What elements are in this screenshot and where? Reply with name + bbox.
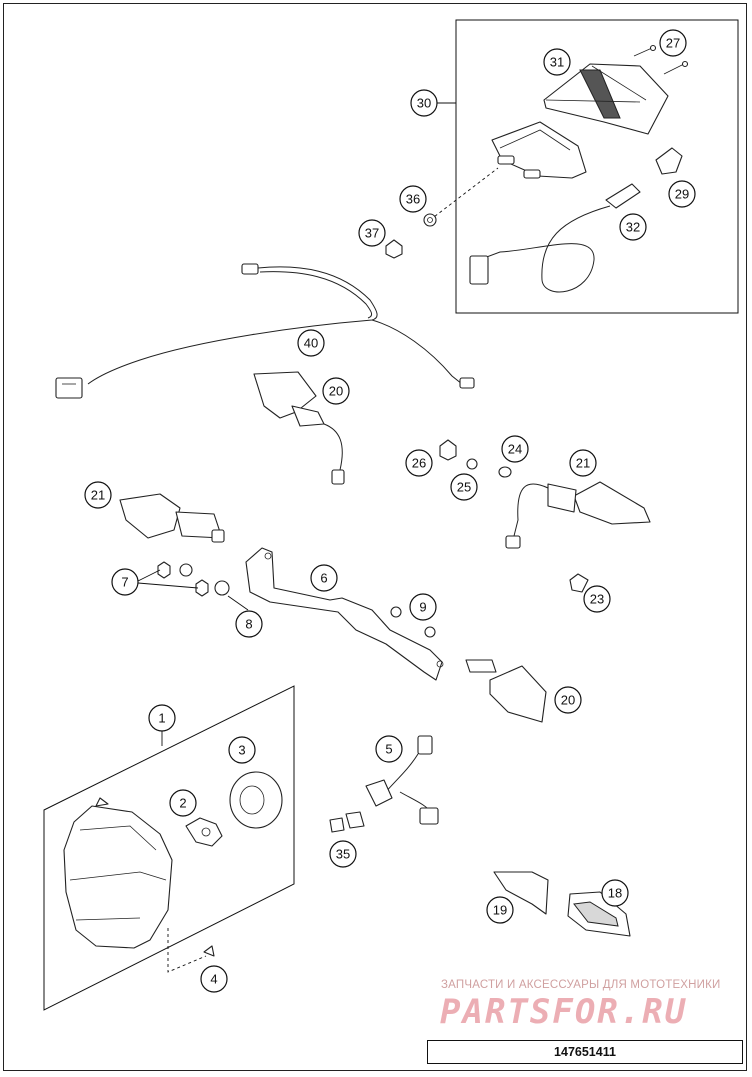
svg-text:37: 37 [365,226,379,241]
callout-18: 18 [601,879,629,907]
turn-indicator-front-right [505,481,651,549]
svg-text:35: 35 [336,847,350,862]
svg-text:24: 24 [508,442,522,457]
callout-5: 5 [375,735,403,763]
callout-19: 19 [486,896,514,924]
svg-text:32: 32 [626,220,640,235]
svg-text:4: 4 [210,972,217,987]
svg-text:26: 26 [412,456,426,471]
svg-text:8: 8 [245,617,252,632]
watermark-logo: PARTSFOR.RU [440,992,688,1032]
svg-text:18: 18 [608,886,622,901]
svg-text:30: 30 [417,96,431,111]
turn-indicator-rear-right [465,659,547,723]
svg-text:25: 25 [457,480,471,495]
svg-text:3: 3 [238,743,245,758]
callout-27: 27 [659,29,687,57]
watermark-caption: ЗАПЧАСТИ И АКСЕССУАРЫ ДЛЯ МОТОТЕХНИКИ [441,979,721,991]
callout-4: 4 [200,965,228,993]
callout-24: 24 [501,435,529,463]
tail-light-group [429,19,739,314]
callout-32: 32 [619,213,647,241]
wiring-harness [55,263,475,399]
callout-35: 35 [329,840,357,868]
svg-text:9: 9 [419,600,426,615]
callout-25: 25 [450,473,478,501]
headlight-group [43,685,295,1011]
callout-36: 36 [399,185,427,213]
position-light-harness [329,735,439,833]
svg-text:27: 27 [666,36,680,51]
svg-text:2: 2 [179,796,186,811]
bracket-hardware [157,561,436,638]
svg-text:20: 20 [329,384,343,399]
svg-text:29: 29 [675,187,689,202]
svg-text:21: 21 [576,456,590,471]
callout-9: 9 [409,593,437,621]
callout-40: 40 [297,329,325,357]
turn-indicator-rear-left [119,493,225,543]
svg-text:21: 21 [91,488,105,503]
svg-text:5: 5 [385,742,392,757]
nut-washer [385,213,437,259]
callout-1: 1 [148,704,176,732]
callout-2: 2 [169,789,197,817]
turn-indicator-front-left [253,371,345,485]
svg-text:6: 6 [320,571,327,586]
callout-26: 26 [405,449,433,477]
indicator-bracket [245,547,444,681]
callout-31: 31 [543,48,571,76]
drawing-frame [3,3,747,1071]
callout-20-upper: 20 [322,377,350,405]
callout-21-left: 21 [84,481,112,509]
svg-text:20: 20 [561,693,575,708]
svg-text:19: 19 [493,903,507,918]
svg-text:23: 23 [590,592,604,607]
callout-37: 37 [358,219,386,247]
leader-lines [137,569,249,611]
callout-30: 30 [410,89,438,117]
callout-20-lower: 20 [554,686,582,714]
callout-6: 6 [310,564,338,592]
svg-text:40: 40 [304,336,318,351]
indicator-bulb [569,573,589,593]
callout-8: 8 [235,610,263,638]
callout-29: 29 [668,180,696,208]
svg-text:7: 7 [121,575,128,590]
reflectors [493,871,631,937]
drawing-number-box: 147651411 [427,1040,743,1064]
svg-text:36: 36 [406,192,420,207]
drawing-number: 147651411 [554,1045,616,1059]
svg-text:31: 31 [550,55,564,70]
callout-21-right: 21 [569,449,597,477]
callout-3: 3 [228,736,256,764]
mount-hardware [439,439,512,478]
callout-7: 7 [111,568,139,596]
callout-23: 23 [583,585,611,613]
svg-text:1: 1 [158,711,165,726]
